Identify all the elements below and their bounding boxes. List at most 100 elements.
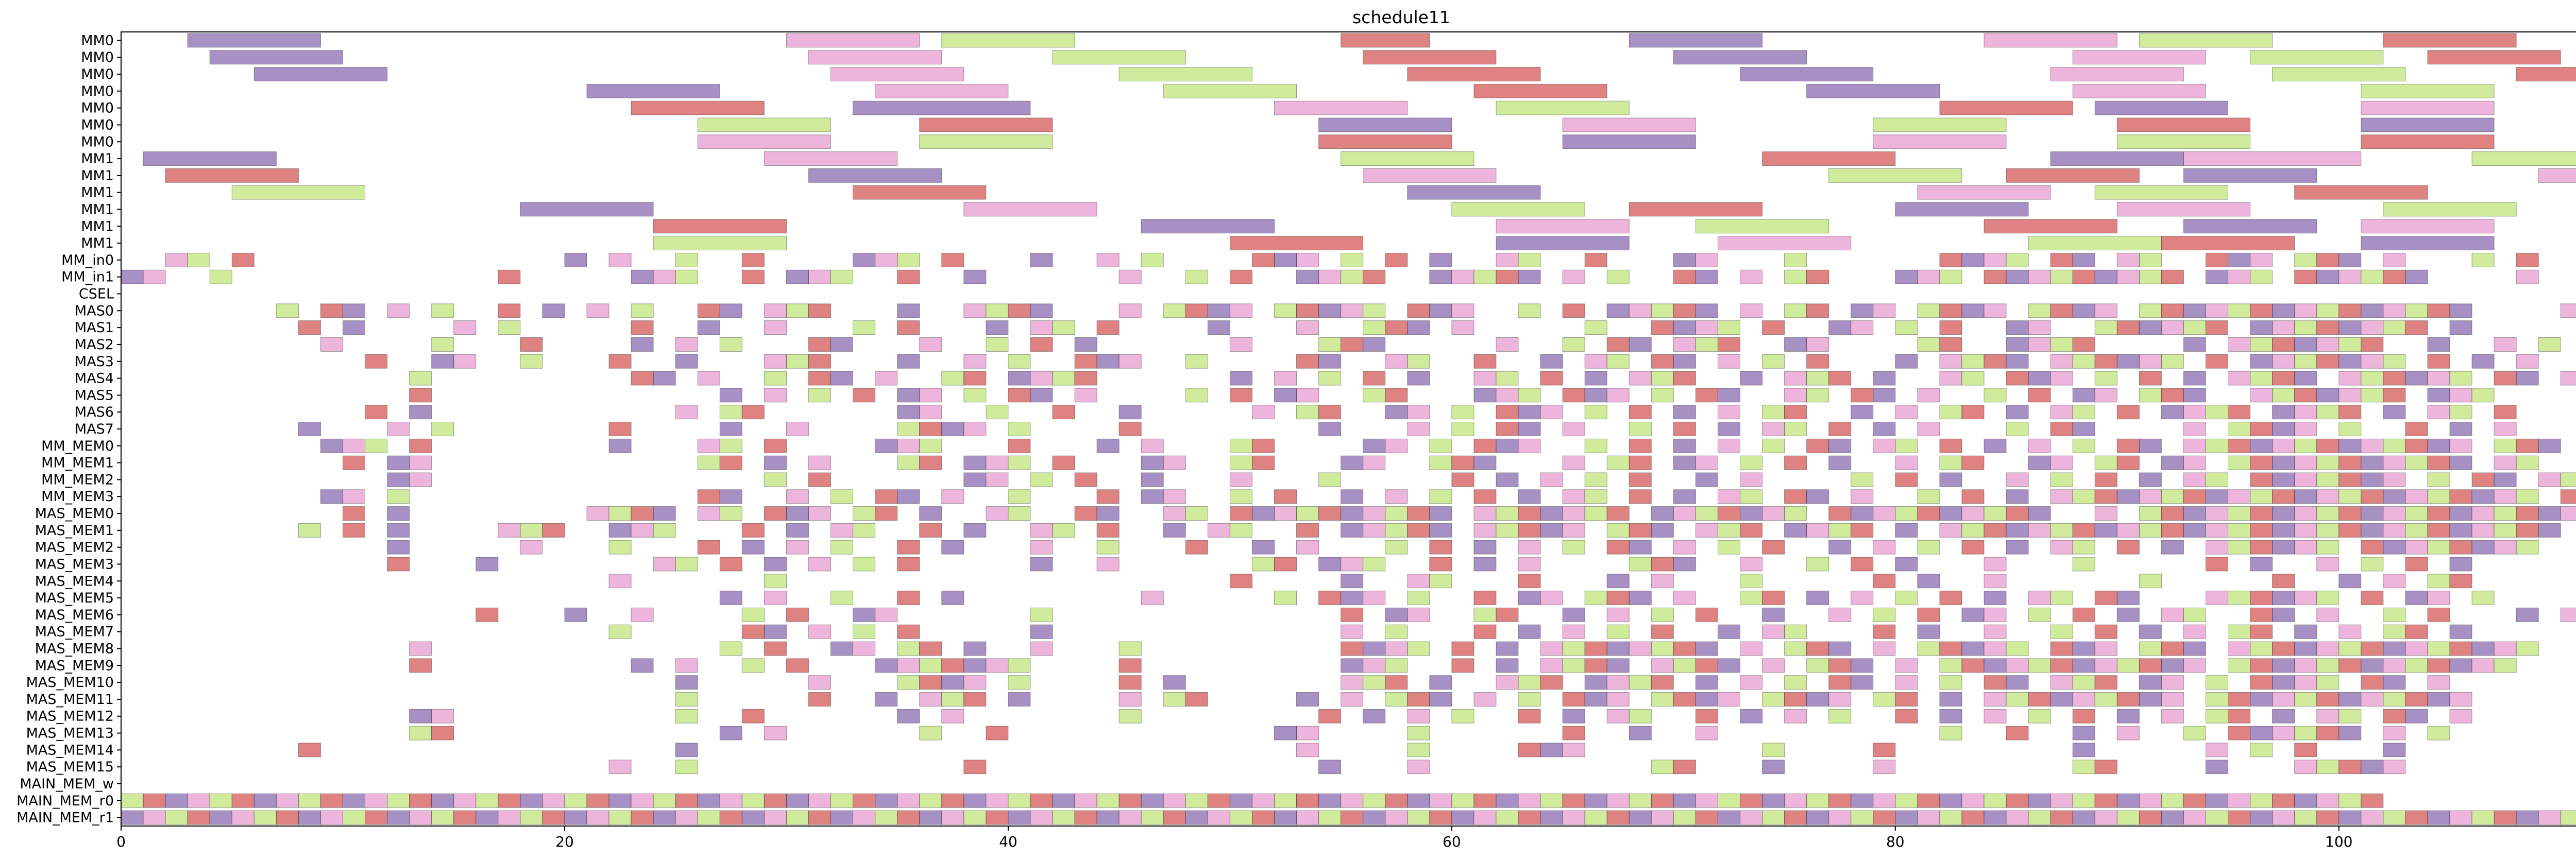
task-block (1762, 658, 1785, 673)
main-mem-block (1074, 810, 1097, 825)
task-block (1851, 506, 1874, 521)
main-mem-block (1518, 793, 1541, 808)
task-block (2050, 624, 2073, 639)
main-mem-block (143, 793, 166, 808)
task-bar (1873, 134, 2007, 149)
task-block (919, 692, 942, 707)
task-block (1917, 506, 1940, 521)
task-block (2538, 523, 2561, 538)
task-block (1274, 388, 1297, 403)
task-block (1341, 641, 1364, 656)
y-tick-label: MAS_MEM3 (35, 556, 114, 572)
main-mem-block (1673, 810, 1696, 825)
task-block (2383, 675, 2406, 690)
task-bar (231, 185, 366, 200)
task-block (1673, 591, 1696, 606)
task-block (1806, 337, 1829, 352)
task-block (1673, 269, 1696, 284)
task-block (1584, 354, 1607, 369)
task-block (2427, 641, 2450, 656)
main-mem-block (2028, 810, 2051, 825)
task-block (2361, 658, 2384, 673)
task-block (1451, 709, 1475, 724)
main-mem-block (143, 810, 166, 825)
task-block (2405, 523, 2428, 538)
task-block (1518, 489, 1541, 504)
task-block (2361, 692, 2384, 707)
task-block (808, 472, 832, 487)
main-mem-block (1784, 810, 1807, 825)
task-block (1030, 624, 1053, 639)
y-tick-label: CSEL (79, 286, 114, 302)
main-mem-block (2006, 810, 2029, 825)
task-block (1762, 506, 1785, 521)
task-block (1673, 455, 1696, 470)
task-block (1695, 320, 1718, 335)
task-block (2427, 371, 2450, 386)
y-tick-label: MAS_MEM11 (26, 692, 114, 708)
task-block (2494, 489, 2517, 504)
task-block (2205, 269, 2229, 284)
main-mem-block (1739, 793, 1763, 808)
task-block (1008, 371, 1031, 386)
task-block (1518, 540, 1541, 555)
task-block (897, 354, 920, 369)
task-block (2228, 405, 2251, 420)
task-block (2294, 540, 2317, 555)
task-block (2028, 337, 2051, 352)
y-tick-label: MM0 (81, 66, 114, 82)
y-tick-label: MM1 (81, 218, 114, 234)
main-mem-block (2338, 793, 2362, 808)
task-block (2183, 455, 2206, 470)
task-block (1473, 489, 1497, 504)
task-bar (2361, 134, 2495, 149)
task-block (2006, 658, 2029, 673)
task-block (1939, 303, 1962, 318)
task-block (2449, 388, 2472, 403)
main-mem-block (1562, 793, 1585, 808)
task-block (764, 438, 787, 453)
task-block (2116, 252, 2140, 267)
task-block (1762, 320, 1785, 335)
task-block (2361, 489, 2384, 504)
main-mem-block (1385, 810, 1408, 825)
main-mem-block (2228, 810, 2251, 825)
main-mem-block (2028, 793, 2051, 808)
task-block (2338, 472, 2362, 487)
task-block (2250, 303, 2273, 318)
task-block (2383, 540, 2406, 555)
task-block (1540, 354, 1563, 369)
task-block (143, 269, 166, 284)
task-block (2427, 607, 2450, 622)
task-block (1318, 557, 1342, 572)
task-block (897, 489, 920, 504)
task-block (2228, 337, 2251, 352)
task-block (1828, 607, 1852, 622)
y-tick-label: MM0 (81, 83, 114, 99)
task-block (897, 438, 920, 453)
task-block (2072, 709, 2095, 724)
task-block (1074, 337, 1097, 352)
main-mem-block (786, 793, 809, 808)
main-mem-block (653, 810, 676, 825)
task-block (1873, 607, 1896, 622)
task-block (1895, 269, 1918, 284)
task-block (1717, 489, 1740, 504)
task-block (1984, 692, 2007, 707)
task-block (2316, 320, 2340, 335)
task-block (1961, 607, 1985, 622)
task-block (2361, 675, 2384, 690)
task-bar (1496, 219, 1630, 234)
task-block (2139, 320, 2162, 335)
task-block (1251, 540, 1275, 555)
task-block (2116, 607, 2140, 622)
task-block (631, 337, 654, 352)
task-bar (1828, 168, 1962, 183)
task-bar (1118, 67, 1252, 81)
task-block (2161, 675, 2184, 690)
task-bar (2538, 168, 2576, 183)
task-bar (919, 134, 1053, 149)
task-block (1673, 540, 1696, 555)
task-block (2094, 388, 2117, 403)
task-block (1518, 692, 1541, 707)
